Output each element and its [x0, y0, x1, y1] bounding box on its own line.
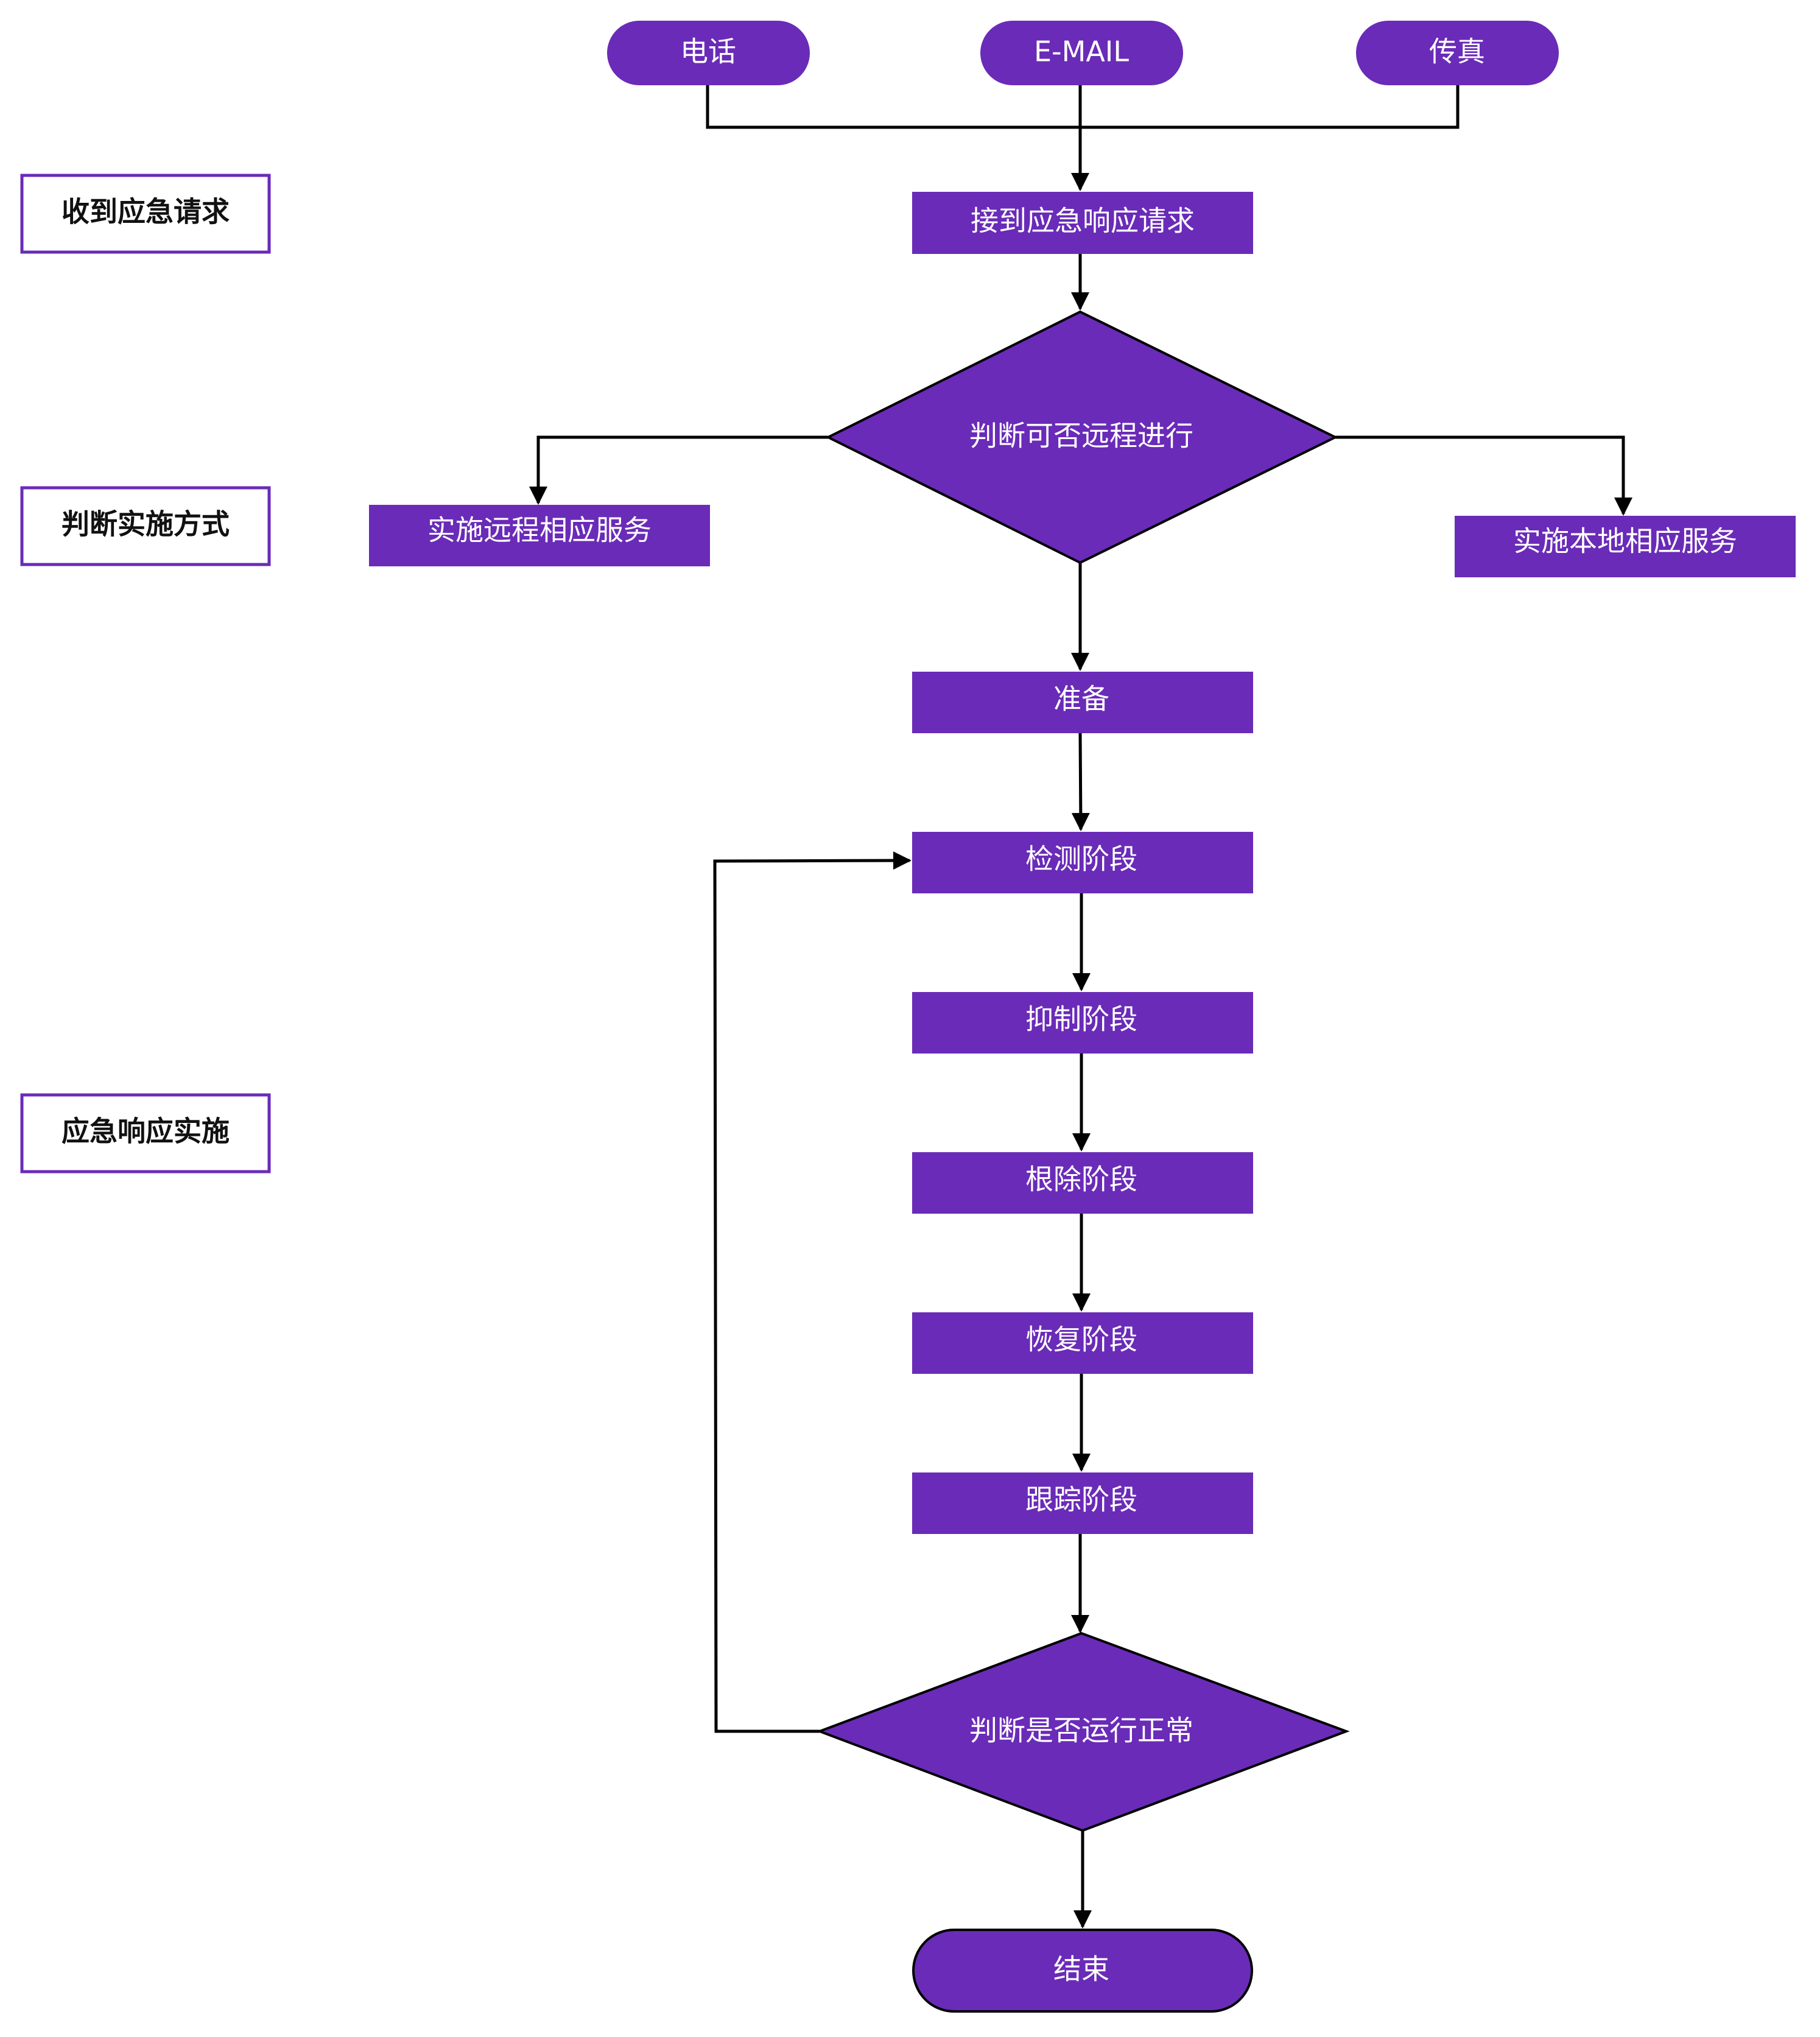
source-fax-label: 传真 [1429, 35, 1485, 68]
stage-label-decide-method-text: 判断实施方式 [61, 508, 230, 541]
source-phone: 电话 [607, 21, 810, 85]
connector-phone-merge [706, 85, 1460, 129]
node-recover: 恢复阶段 [912, 1312, 1253, 1374]
source-phone-label: 电话 [680, 35, 736, 68]
node-receive-request: 接到应急响应请求 [912, 192, 1253, 254]
source-email: E-MAIL [980, 21, 1183, 85]
node-eradicate: 根除阶段 [912, 1152, 1253, 1214]
connector-prepare-to-detect [1071, 733, 1090, 831]
node-detect-label: 检测阶段 [1025, 843, 1137, 876]
node-prepare: 准备 [912, 672, 1253, 733]
node-eradicate-label: 根除阶段 [1025, 1163, 1137, 1196]
stage-label-implementation: 应急响应实施 [20, 1093, 271, 1173]
decision-normal-label: 判断是否运行正常 [969, 1714, 1193, 1747]
terminal-end-label: 结束 [1053, 1953, 1109, 1986]
stage-label-decide-method: 判断实施方式 [20, 486, 271, 566]
node-suppress-label: 抑制阶段 [1025, 1003, 1137, 1036]
node-remote-service: 实施远程相应服务 [369, 505, 710, 566]
node-detect: 检测阶段 [912, 832, 1253, 893]
node-suppress: 抑制阶段 [912, 992, 1253, 1054]
connector-loop-back-to-detect [713, 851, 912, 1733]
stage-label-receive-request: 收到应急请求 [20, 174, 271, 254]
node-prepare-label: 准备 [1053, 683, 1109, 716]
decision-remote-label: 判断可否远程进行 [969, 420, 1193, 452]
connectors [529, 85, 1632, 1929]
connector-decision-to-local [1335, 435, 1632, 516]
stage-label-implementation-text: 应急响应实施 [61, 1115, 230, 1148]
terminal-end: 结束 [912, 1929, 1253, 2013]
node-remote-service-label: 实施远程相应服务 [427, 514, 652, 547]
node-local-service: 实施本地相应服务 [1455, 516, 1796, 577]
source-fax: 传真 [1356, 21, 1559, 85]
node-local-service-label: 实施本地相应服务 [1513, 525, 1737, 558]
connector-decision-to-remote [529, 435, 828, 505]
node-recover-label: 恢复阶段 [1025, 1323, 1137, 1356]
source-email-label: E-MAIL [1034, 35, 1129, 68]
node-receive-request-label: 接到应急响应请求 [971, 205, 1195, 237]
decision-normal: 判断是否运行正常 [816, 1631, 1350, 1832]
decision-remote: 判断可否远程进行 [825, 310, 1338, 565]
stage-label-receive-request-text: 收到应急请求 [61, 195, 230, 228]
node-track-label: 跟踪阶段 [1025, 1483, 1137, 1516]
node-track: 跟踪阶段 [912, 1472, 1253, 1534]
